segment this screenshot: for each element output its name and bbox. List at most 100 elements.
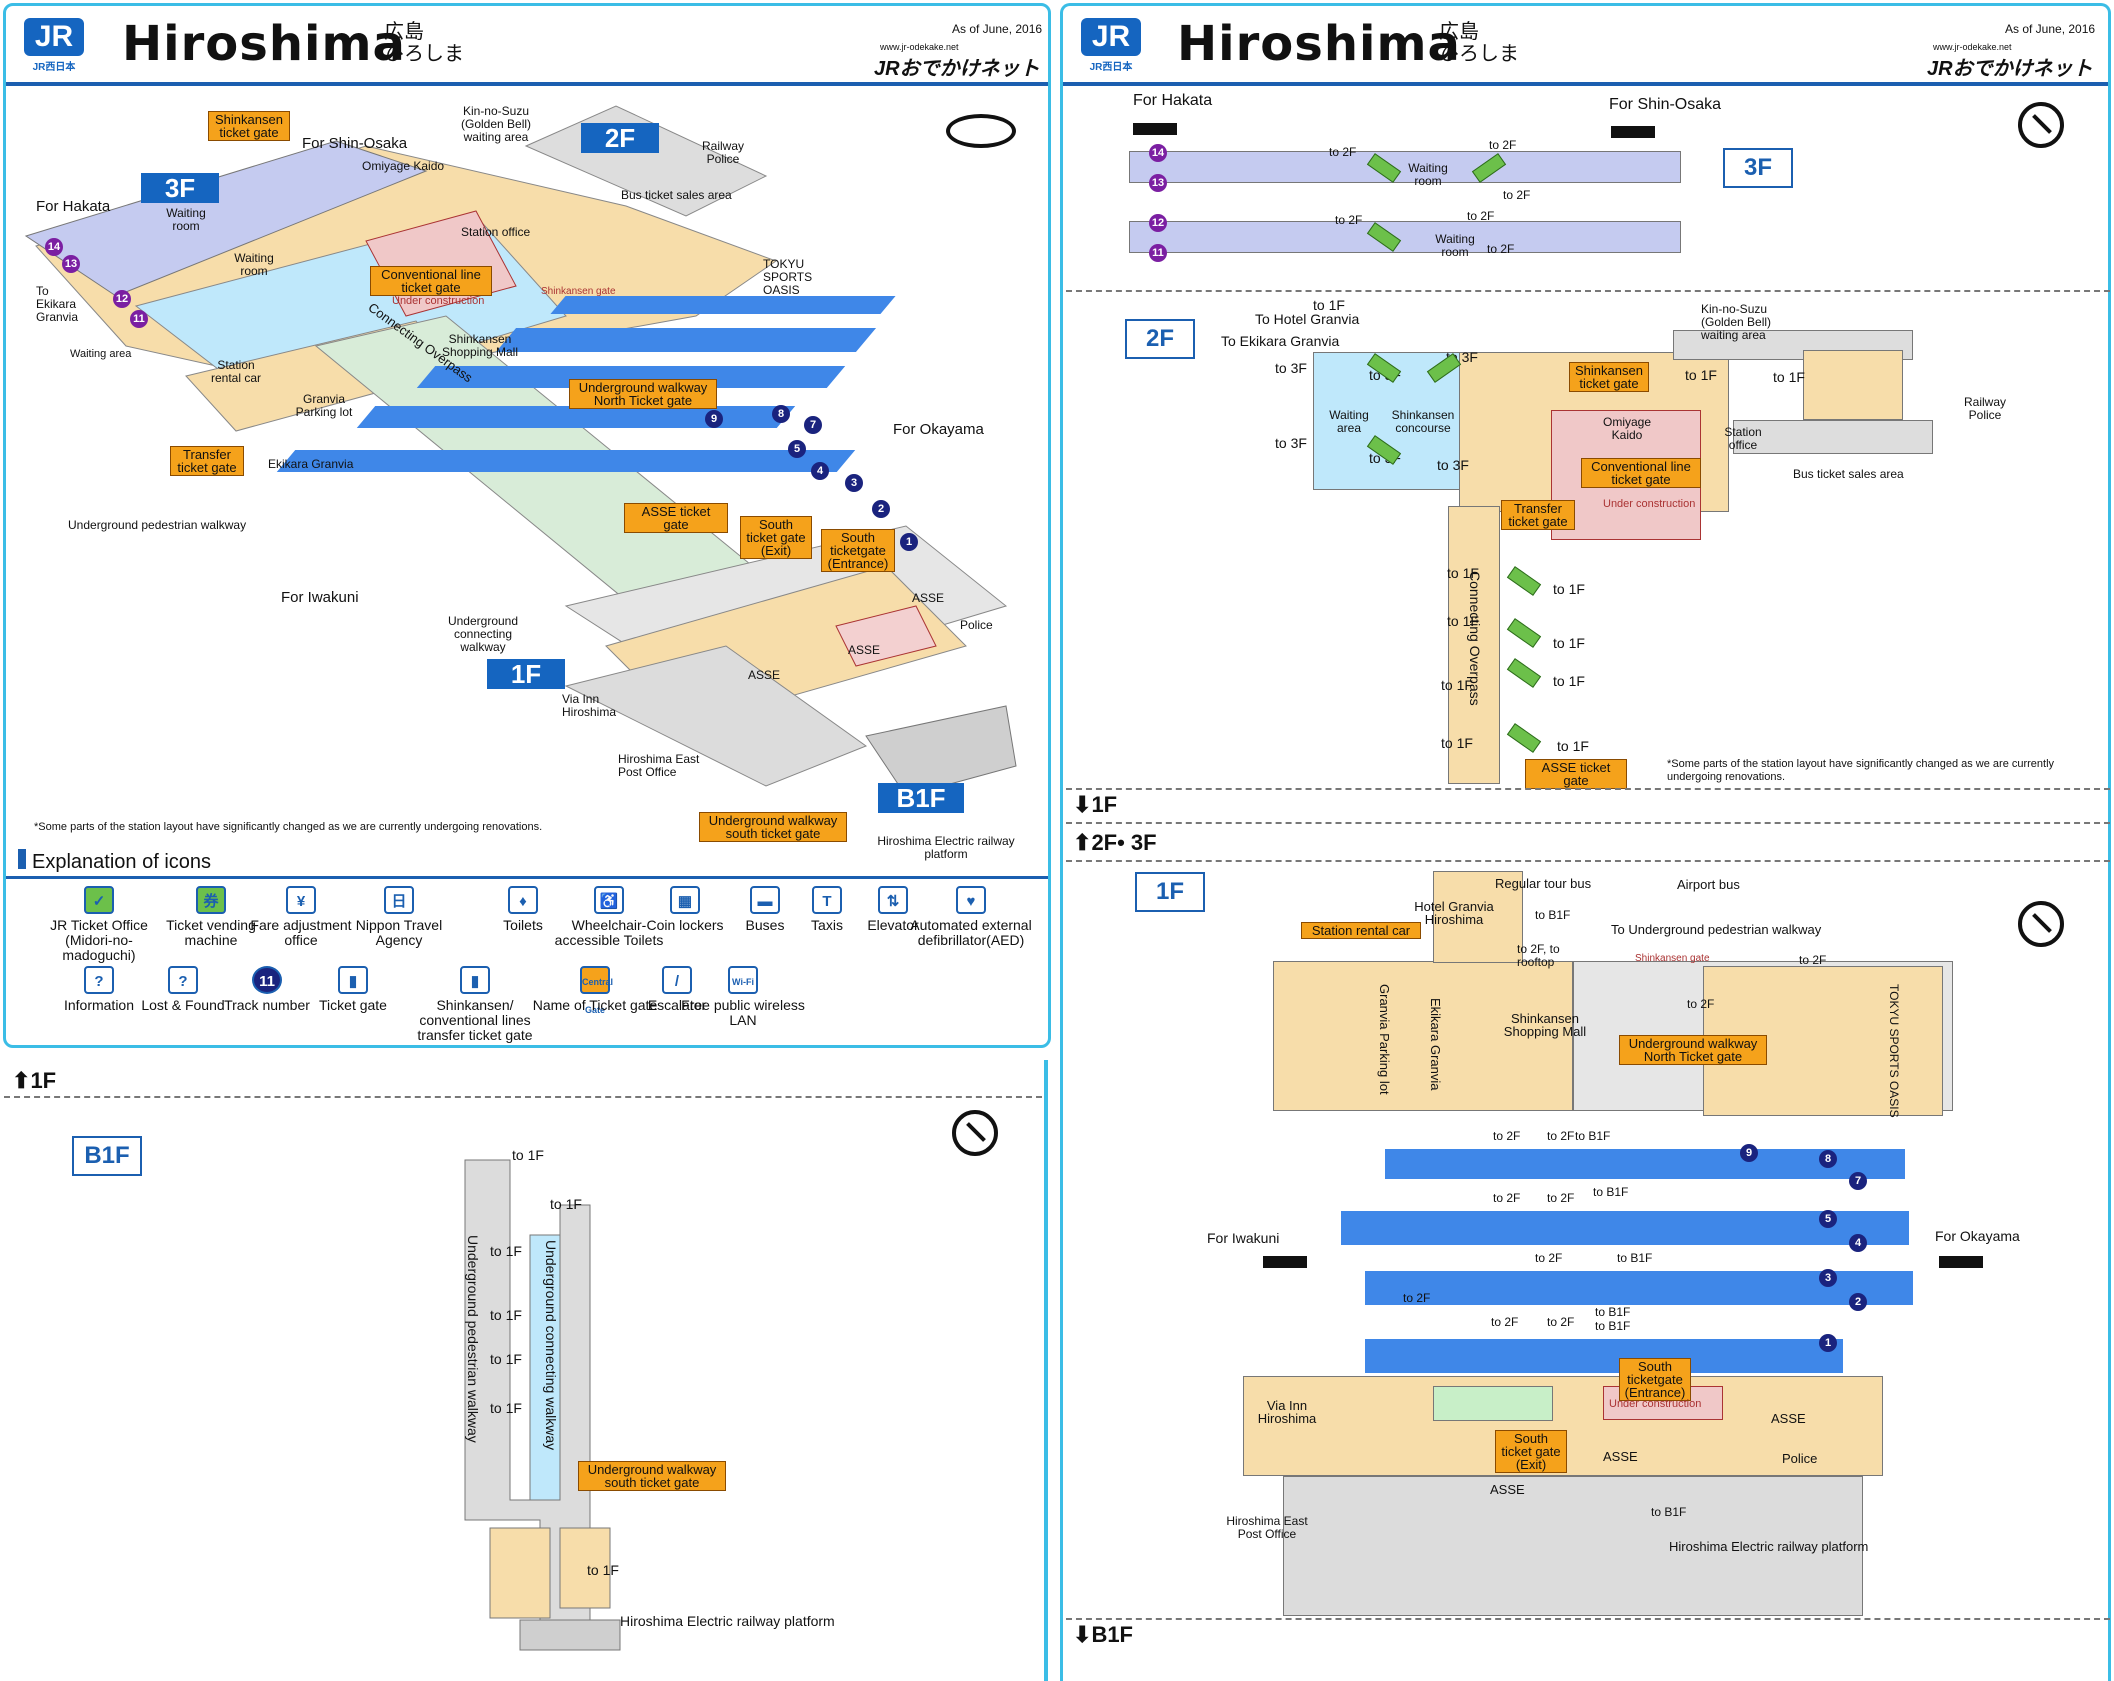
plan1f-west-arrow [1263, 1256, 1307, 1268]
plan1f-to-2f-j: to 2F [1547, 1315, 1575, 1329]
jr-logo-mark: JR [24, 18, 84, 56]
elevator-icon: ⇅ [878, 886, 908, 914]
track-2-badge: 2 [872, 500, 890, 518]
plan2f-to-1f-e: to 1F [1447, 613, 1479, 629]
plan1f-to-2f-f: to 2F [1547, 1191, 1575, 1205]
nav-up-2f3f[interactable]: ⬆2F• 3F [1073, 830, 1157, 855]
underground-pedestrian-label: Underground pedestrian walkway [68, 518, 247, 532]
plan2f-to-1f-f: to 1F [1553, 635, 1585, 651]
track-1-badge: 1 [900, 533, 918, 551]
for-iwakuni-label: For Iwakuni [281, 589, 359, 606]
track-3-badge: 3 [845, 474, 863, 492]
legend-label: Free public wireless LAN [681, 997, 805, 1028]
plan2f-shinkansen-gate: Shinkansen ticket gate [1569, 362, 1649, 392]
plan1f-hotel-block [1433, 871, 1523, 963]
b1f-compass-icon [952, 1110, 998, 1156]
plan1f-to-b1f: to B1F [1535, 908, 1571, 922]
plans-header: JR JR西日本 Hiroshima 広島ひろしま As of June, 20… [1063, 6, 2108, 86]
plan3f-compass-icon [2018, 102, 2064, 148]
south-entrance-tag: South ticketgate (Entrance) [821, 529, 895, 572]
plan2f-bus-corridor [1733, 420, 1933, 454]
legend-title-bar [18, 849, 26, 869]
shinkansen-gate-small-label: Shinkansen gate [541, 286, 616, 297]
legend-label: Nippon Travel Agency [355, 917, 443, 948]
granvia-parking-label: Granvia Parking lot [295, 392, 353, 419]
bus-ticket-label: Bus ticket sales area [621, 188, 732, 202]
police-label: Police [960, 618, 993, 632]
plan1f-to-b1f-c: to B1F [1617, 1251, 1653, 1265]
b1f-floor-box: B1F [72, 1136, 142, 1176]
via-inn-label: Via Inn Hiroshima [562, 692, 617, 719]
ekikara-granvia-label: Ekikara Granvia [268, 457, 354, 471]
plan2f-escalator-4 [1506, 566, 1542, 596]
south-exit-tag: South ticket gate (Exit) [740, 516, 812, 559]
plan2f-conventional-gate: Conventional line ticket gate [1581, 458, 1701, 488]
b1f-separator [4, 1096, 1042, 1098]
plan1f-airport-bus: Airport bus [1677, 877, 1740, 892]
plan1f-to-2f-a: to 2F [1687, 997, 1715, 1011]
for-shin-osaka-label: For Shin-Osaka [302, 135, 408, 152]
aed-icon: ♥ [956, 886, 986, 914]
b1f-to-1f-2: to 1F [550, 1196, 582, 1212]
platform-2 [356, 406, 796, 428]
floor-2f-label: 2F [581, 123, 659, 153]
nav-down-1f[interactable]: ⬇1F [1073, 792, 1118, 817]
track-number-icon: 11 [252, 966, 282, 994]
b1f-to-1f-3: to 1F [490, 1243, 522, 1259]
legend-label: Ticket vending machine [166, 917, 256, 948]
fare-adjustment-icon: ¥ [286, 886, 316, 914]
plan3f-for-shin-osaka: For Shin-Osaka [1609, 96, 1722, 113]
platform-1 [276, 450, 856, 472]
legend-label: Name of Ticket gate [532, 997, 658, 1013]
legend-label: Information [63, 997, 135, 1013]
station-title: Hiroshima [122, 16, 406, 72]
legend-divider [6, 876, 1048, 879]
plan1f-to-2f-d: to 2F [1547, 1129, 1575, 1143]
nav-separator-2 [1066, 822, 2110, 824]
legend-label: JR Ticket Office (Midori-no-madoguchi) [50, 917, 148, 963]
for-okayama-label: For Okayama [893, 421, 984, 438]
omiyage-label: Omiyage Kaido [362, 159, 445, 173]
plan1f-east-arrow [1939, 1256, 1983, 1268]
plan1f-under-construction: Under construction [1609, 1398, 1702, 1410]
asse-gate-tag: ASSE ticket gate [624, 503, 728, 533]
plan1f-track-8: 8 [1819, 1150, 1837, 1168]
plan2f-connecting-overpass [1448, 506, 1500, 784]
plan1f-hotel: Hotel Granvia Hiroshima [1414, 899, 1494, 927]
plan2f-police-block [1803, 350, 1903, 420]
station-title-right: Hiroshima [1177, 16, 1461, 72]
track-13-badge: 13 [62, 255, 80, 273]
plan2f-to-hotel: To Hotel Granvia [1255, 311, 1360, 327]
nav-down-b1f[interactable]: ⬇B1F [1073, 1622, 1133, 1647]
for-hakata-label: For Hakata [36, 198, 111, 215]
plan1f-bottom-separator [1066, 1618, 2110, 1620]
plan2f-to-1f-g: to 1F [1441, 677, 1473, 693]
b1f-up-nav[interactable]: ⬆1F [12, 1068, 57, 1093]
isometric-station-drawing [24, 105, 1017, 797]
plan2f-asse-gate: ASSE ticket gate [1525, 759, 1627, 789]
plan2f-to-1f-d: to 1F [1553, 581, 1585, 597]
plan3f-separator [1066, 290, 2110, 292]
legend-label: Lost & Found [141, 997, 225, 1013]
plan3f-track-14: 14 [1149, 144, 1167, 162]
plan2f-to-1f-a: to 1F [1685, 367, 1717, 383]
gate-name-icon: Central Gate [580, 966, 613, 1015]
as-of-date: As of June, 2016 [952, 22, 1043, 36]
plan1f-shinkansen-gate: Shinkansen gate [1635, 953, 1710, 964]
plan2f-railway-police: Railway Police [1963, 395, 2006, 422]
plan1f-east-post: Hiroshima East Post Office [1226, 1514, 1308, 1541]
waiting-area-label: Waiting area [70, 348, 132, 360]
plan3f-to-2f-3: to 2F [1503, 188, 1531, 202]
plan1f-track-7: 7 [1849, 1172, 1867, 1190]
plan1f-station-rental: Station rental car [1301, 922, 1421, 939]
plan1f-ticket-office [1433, 1386, 1553, 1421]
plan1f-to-2f-e: to 2F [1493, 1191, 1521, 1205]
plan2f-transfer-gate: Transfer ticket gate [1501, 500, 1575, 530]
plan1f-to-b1f-f: to B1F [1651, 1505, 1687, 1519]
plan1f-bus-terminal [1283, 1476, 1863, 1616]
plan1f-track-9: 9 [1740, 1144, 1758, 1162]
plan2f-overpass-label: Connecting Overpass [1467, 571, 1483, 706]
ticket-office-icon: ✓ [84, 886, 114, 914]
track-5-badge: 5 [788, 440, 806, 458]
legend-label: Track number [224, 997, 310, 1013]
